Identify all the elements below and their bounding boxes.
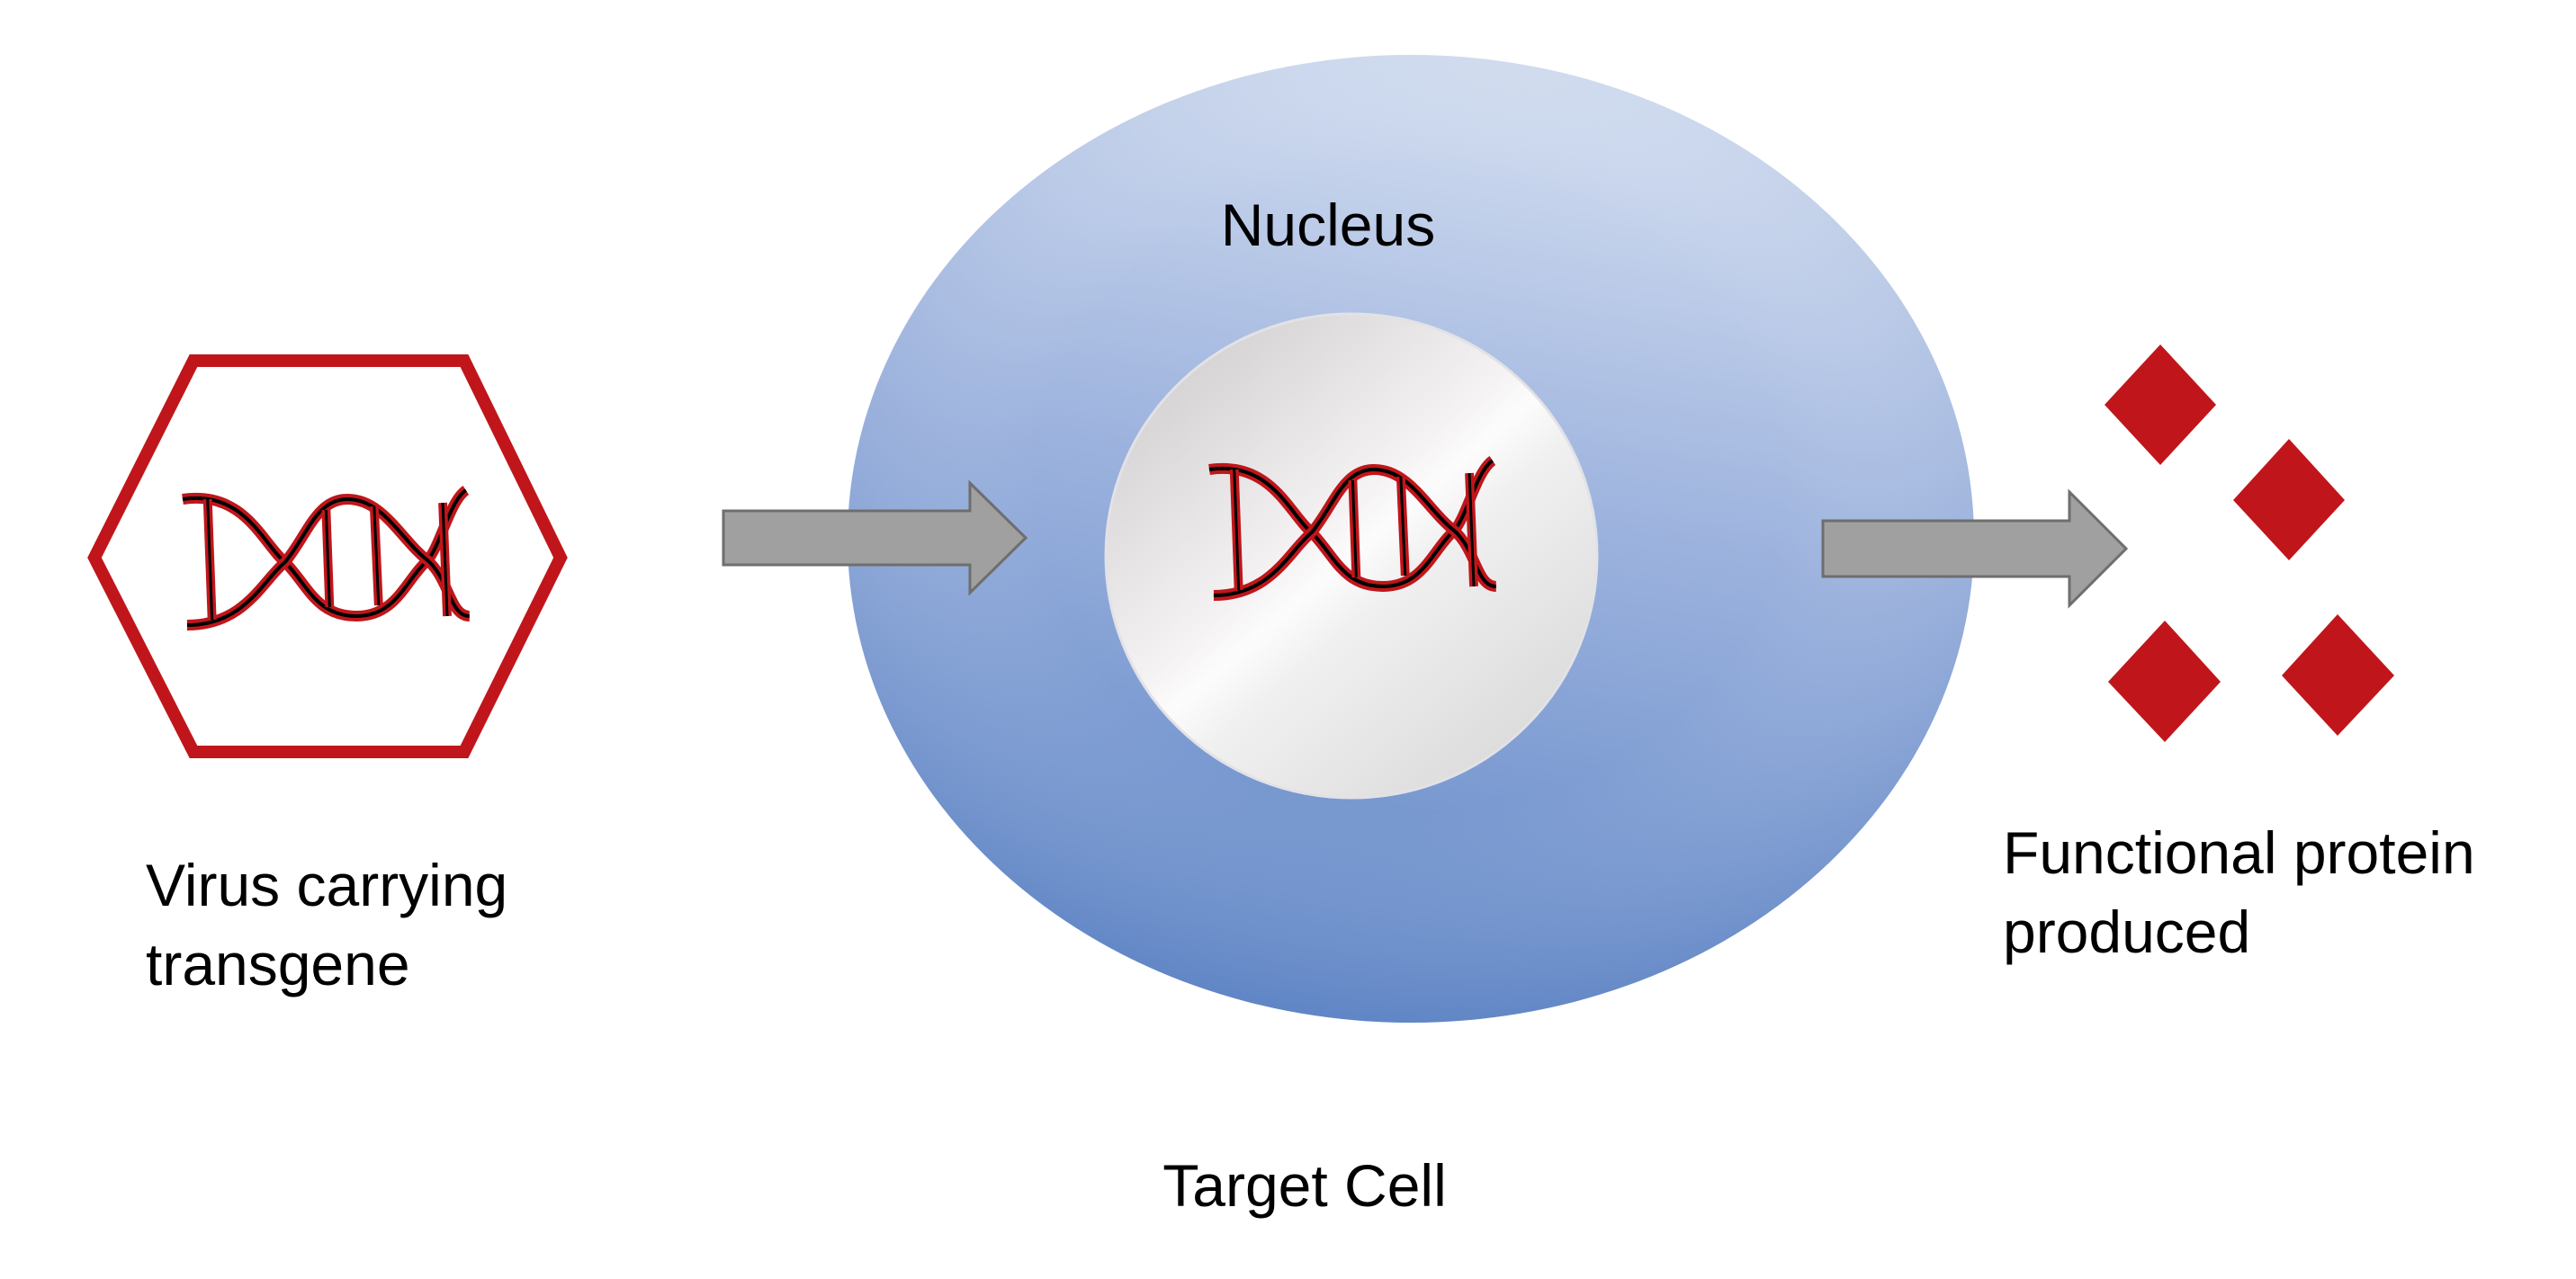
virus-particle bbox=[87, 354, 568, 758]
protein-label-line1: Functional protein bbox=[2003, 819, 2475, 886]
nucleus-label: Nucleus bbox=[1220, 192, 1436, 258]
protein-diamond bbox=[2105, 344, 2216, 465]
protein-diamond bbox=[2233, 439, 2345, 560]
target-cell-label: Target Cell bbox=[1162, 1152, 1447, 1219]
protein-diamond bbox=[2282, 614, 2394, 736]
arrow-virus-to-nucleus bbox=[722, 479, 1028, 596]
target-cell bbox=[848, 55, 1974, 1023]
protein-label-line2: produced bbox=[2003, 899, 2251, 965]
virus-label-line1: Virus carrying bbox=[146, 852, 508, 918]
functional-proteins bbox=[2105, 344, 2394, 742]
virus-label-line2: transgene bbox=[146, 931, 410, 997]
arrow-cell-to-protein bbox=[1821, 488, 2129, 609]
protein-diamond bbox=[2108, 621, 2221, 742]
